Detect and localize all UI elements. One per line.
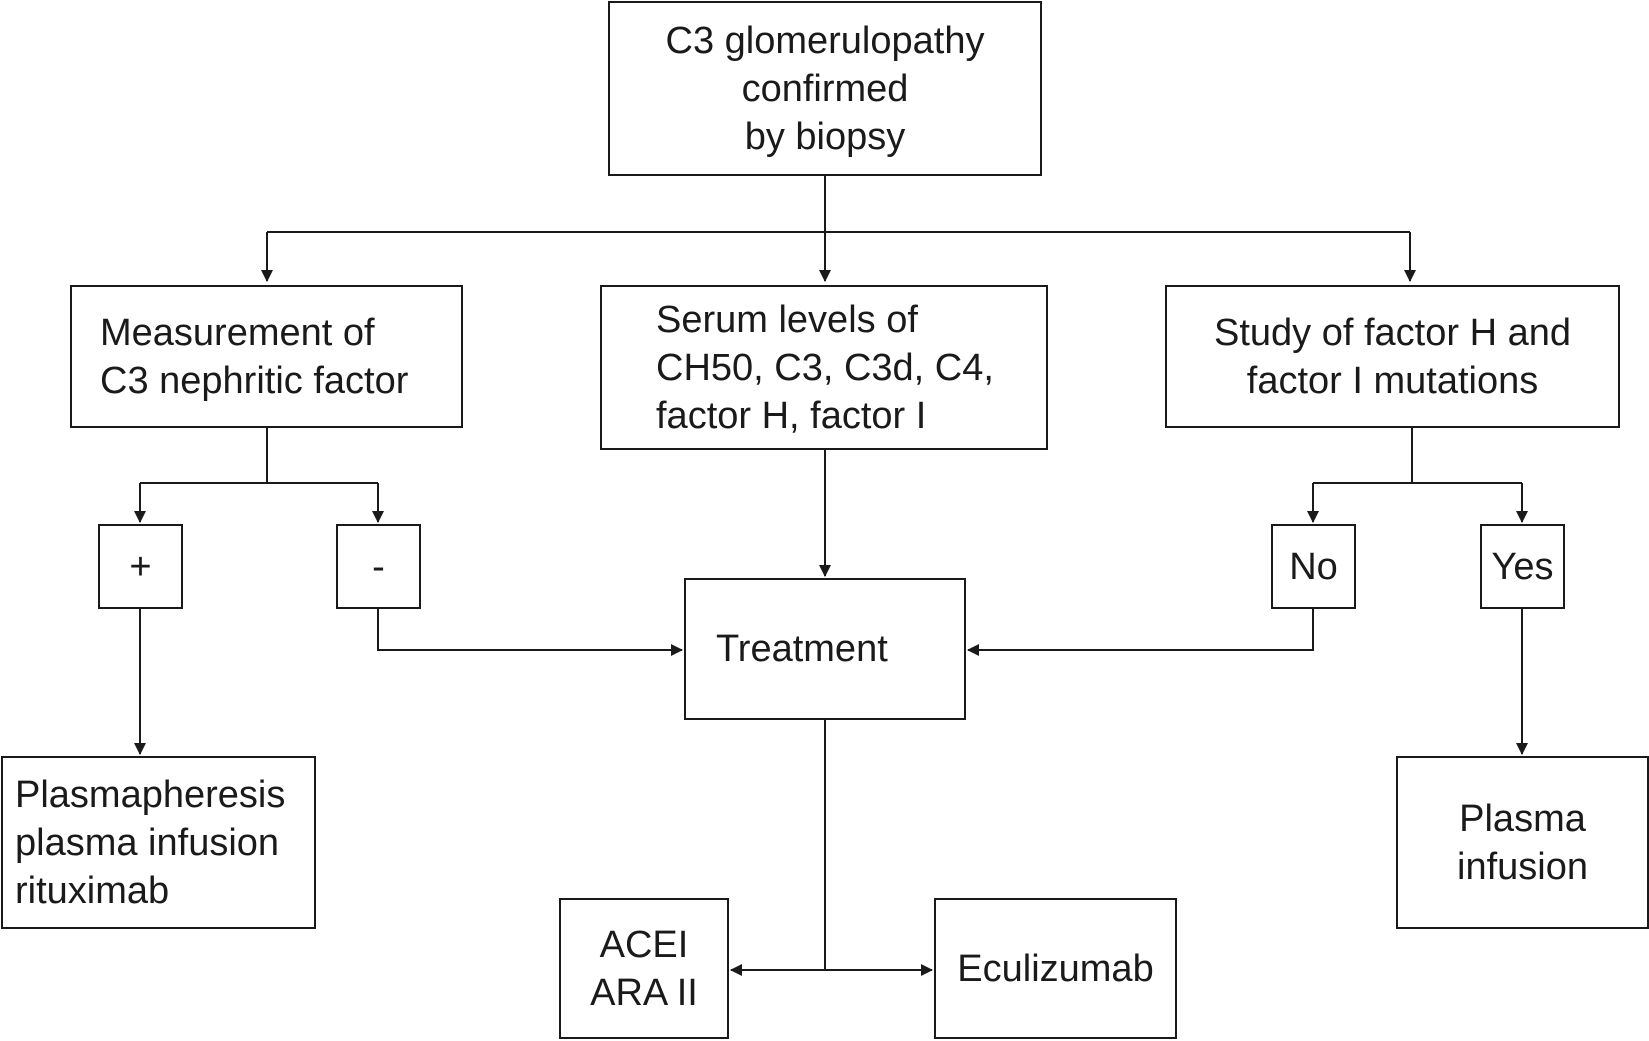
node-label-line: confirmed	[741, 67, 909, 110]
node-label-line: +	[129, 545, 152, 588]
node-serum-levels: Serum levels of CH50, C3, C3d, C4, factor …	[600, 285, 1048, 450]
node-label-line: No	[1289, 545, 1338, 588]
arrow-minus-to-treatment	[377, 609, 683, 656]
node-label-line: -	[372, 545, 385, 588]
node-label-line: Plasmapheresis	[15, 773, 286, 816]
node-minus: -	[336, 524, 421, 609]
node-no: No	[1271, 524, 1356, 609]
node-plasma-infusion: Plasma infusion	[1396, 756, 1649, 929]
node-label-line: factor I mutations	[1246, 359, 1539, 402]
node-label-line: plasma infusion	[15, 821, 280, 864]
node-plus: +	[98, 524, 183, 609]
node-acei-ara: ACEI ARA II	[559, 898, 729, 1039]
node-treatment: Treatment	[684, 578, 966, 720]
node-label-line: factor H, factor I	[656, 394, 927, 437]
node-root: C3 glomerulopathy confirmed by biopsy	[608, 1, 1042, 176]
node-label-line: Yes	[1491, 545, 1554, 588]
node-label-line: ACEI	[599, 923, 689, 966]
node-label-line: Eculizumab	[957, 947, 1154, 990]
node-label-line: C3 glomerulopathy	[665, 19, 985, 62]
arrow-no-to-treatment	[967, 609, 1314, 656]
node-label-line: Serum levels of	[656, 298, 918, 341]
node-eculizumab: Eculizumab	[934, 898, 1177, 1039]
node-label-line: infusion	[1457, 845, 1588, 888]
node-measurement: Measurement of C3 nephritic factor	[70, 285, 463, 428]
node-label-line: CH50, C3, C3d, C4,	[656, 346, 994, 389]
node-label-line: Plasma	[1459, 797, 1586, 840]
node-label-line: by biopsy	[744, 115, 906, 158]
node-label-line: Study of factor H and	[1214, 311, 1571, 354]
node-plasmapheresis: Plasmapheresis plasma infusion rituximab	[1, 756, 316, 929]
node-label-line: ARA II	[590, 971, 698, 1014]
node-label-line: rituximab	[15, 869, 170, 912]
node-label-line: Treatment	[716, 628, 888, 670]
node-study-mutations: Study of factor H and factor I mutations	[1165, 285, 1620, 428]
node-label-line: Measurement of	[100, 311, 375, 354]
node-label-line: C3 nephritic factor	[100, 359, 409, 402]
node-yes: Yes	[1480, 524, 1565, 609]
